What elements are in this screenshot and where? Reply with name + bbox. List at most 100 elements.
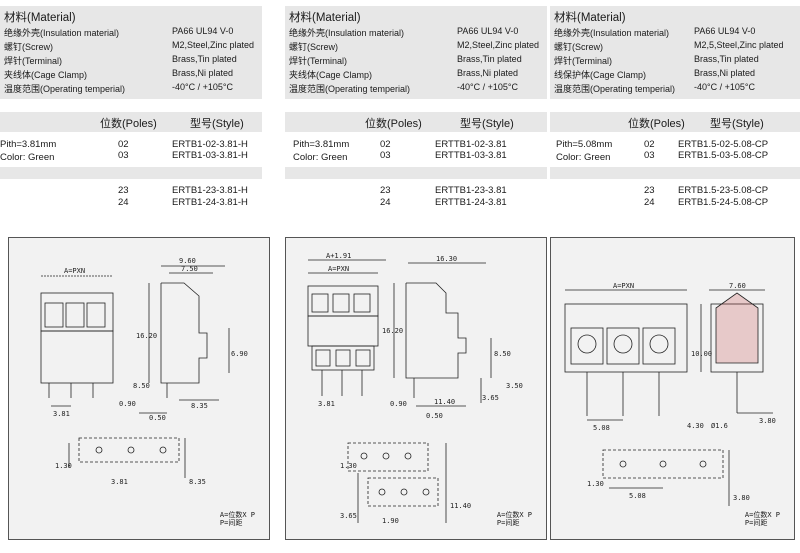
style-cell: ERTB1.5-23-5.08-CP (678, 185, 769, 196)
poles-cell: 02 (380, 139, 391, 150)
dim-label: 4.30 (687, 422, 704, 430)
dim-label: 3.80 (733, 494, 750, 502)
dim-label: 16.30 (436, 255, 457, 263)
table-block-bottom: 23 24 ERTB1.5-23-5.08-CP ERTB1.5-24-5.08… (550, 183, 800, 213)
material-key: 焊针(Terminal) (4, 56, 63, 66)
drawing-note: A=位数X P P=间距 (220, 511, 255, 527)
dim-label: 16.20 (382, 327, 403, 335)
pitch-label: Pith=5.08mm (556, 139, 613, 150)
drawing-panel: A=PXN 9.60 7.50 16.20 6.90 8.50 3.81 0.9… (8, 237, 270, 540)
separator-band (285, 167, 547, 179)
material-row: 温度范围(Operating temperial) -40°C / +105°C (4, 82, 262, 96)
material-value: Brass,Tin plated (694, 54, 759, 64)
note-line: A=位数X P (744, 511, 780, 519)
style-header: 型号(Style) (190, 118, 244, 130)
style-cell: ERTB1-02-3.81-H (172, 139, 248, 150)
dim-label: 0.90 (390, 400, 407, 408)
note-line: P=间距 (496, 519, 520, 527)
technical-drawing: A=PXN 9.60 7.50 16.20 6.90 8.50 3.81 0.9… (40, 257, 248, 486)
material-key: 螺钉(Screw) (554, 42, 603, 52)
material-title: 材料(Material) (4, 12, 76, 24)
dim-label: 7.60 (729, 282, 746, 290)
technical-drawing: A=PXN 7.60 10.00 5.08 4.30 3.80 Ø1.6 1.3… (564, 282, 776, 506)
dim-label: 0.50 (149, 414, 166, 422)
poles-cell: 24 (118, 197, 129, 208)
style-cell: ERTB1-24-3.81-H (172, 197, 248, 208)
dim-label: 3.80 (759, 417, 776, 425)
poles-cell: 23 (118, 185, 129, 196)
material-value: Brass,Ni plated (172, 68, 234, 78)
material-row: 线保护体(Cage Clamp)Brass,Ni plated (554, 68, 800, 82)
dim-label: A=PXN (328, 265, 349, 273)
material-title: 材料(Material) (554, 12, 626, 24)
material-value: PA66 UL94 V-0 (457, 26, 519, 36)
style-cell: ERTTB1-03-3.81 (435, 150, 507, 161)
poles-cell: 02 (644, 139, 655, 150)
poles-header: 位数(Poles) (100, 118, 157, 130)
table-block-bottom: 23 24 ERTB1-23-3.81-H ERTB1-24-3.81-H (0, 183, 262, 213)
poles-cell: 24 (644, 197, 655, 208)
dim-label: A+1.91 (326, 252, 351, 260)
material-key: 温度范围(Operating temperial) (4, 84, 126, 94)
material-value: -40°C / +105°C (172, 82, 233, 92)
technical-drawing: A+1.91 A=PXN 16.30 16.20 8.50 3.50 3.81 … (307, 252, 523, 525)
material-box: 材料(Material) 绝缘外壳(Insulation material)PA… (550, 6, 800, 99)
dim-label: 10.00 (691, 350, 712, 358)
style-cell: ERTB1-03-3.81-H (172, 150, 248, 161)
dim-label: 3.81 (318, 400, 335, 408)
color-label: Color: Green (556, 152, 611, 163)
dim-label: 8.35 (191, 402, 208, 410)
separator-band (550, 167, 800, 179)
poles-cell: 03 (118, 150, 129, 161)
material-key: 温度范围(Operating temperial) (289, 84, 411, 94)
table-block-top: Pith=5.08mm Color: Green 02 03 ERTB1.5-0… (550, 136, 800, 166)
material-row: 焊针(Terminal) Brass,Tin plated (4, 54, 262, 68)
material-key: 绝缘外壳(Insulation material) (554, 28, 670, 38)
pitch-label: Pith=3.81mm (293, 139, 350, 150)
color-label: Color: Green (293, 152, 348, 163)
material-value: Brass,Tin plated (457, 54, 522, 64)
material-row: 螺钉(Screw)M2,5,Steel,Zinc plated (554, 40, 800, 54)
material-row: 绝缘外壳(Insulation material) PA66 UL94 V-0 (289, 26, 547, 40)
poles-header: 位数(Poles) (365, 118, 422, 130)
drawing-note: A=位数X P P=间距 (745, 511, 780, 527)
material-value: Brass,Tin plated (172, 54, 237, 64)
material-key: 绝缘外壳(Insulation material) (289, 28, 405, 38)
material-row: 焊针(Terminal) Brass,Tin plated (289, 54, 547, 68)
material-key: 螺钉(Screw) (289, 42, 338, 52)
material-box: 材料(Material) 绝缘外壳(Insulation material) PA… (285, 6, 547, 99)
dim-label: 8.50 (494, 350, 511, 358)
poles-cell: 23 (380, 185, 391, 196)
table-header: 位数(Poles) 型号(Style) (550, 112, 800, 132)
material-value: -40°C / +105°C (457, 82, 518, 92)
style-cell: ERTTB1-24-3.81 (435, 197, 507, 208)
material-value: M2,Steel,Zinc plated (457, 40, 540, 50)
dim-label: 9.60 (179, 257, 196, 265)
dim-label: 3.50 (506, 382, 523, 390)
dim-label: 1.90 (382, 517, 399, 525)
drawing-panel: A+1.91 A=PXN 16.30 16.20 8.50 3.50 3.81 … (285, 237, 547, 540)
poles-cell: 24 (380, 197, 391, 208)
material-key: 焊针(Terminal) (289, 56, 348, 66)
material-row: 夹线体(Cage Clamp)Brass,Ni plated (4, 68, 262, 82)
dim-label: Ø1.6 (711, 422, 728, 430)
material-row: 温度范围(Operating temperial) -40°C / +105°C (289, 82, 547, 96)
note-line: A=位数X P (496, 511, 532, 519)
drawing-panel: A=PXN 7.60 10.00 5.08 4.30 3.80 Ø1.6 1.3… (550, 237, 795, 540)
material-box: 材料(Material) 绝缘外壳(Insulation material)PA… (0, 6, 262, 99)
material-key: 夹线体(Cage Clamp) (289, 70, 373, 80)
style-header: 型号(Style) (710, 118, 764, 130)
table-block-bottom: 23 24 ERTTB1-23-3.81 ERTTB1-24-3.81 (285, 183, 547, 213)
material-title: 材料(Material) (289, 12, 361, 24)
table-block-top: Pith=3.81mm Color: Green 02 03 ERTTB1-02… (285, 136, 547, 166)
material-row: 夹线体(Cage Clamp)Brass,Ni plated (289, 68, 547, 82)
style-cell: ERTB1.5-24-5.08-CP (678, 197, 769, 208)
material-key: 螺钉(Screw) (4, 42, 53, 52)
poles-header: 位数(Poles) (628, 118, 685, 130)
style-cell: ERTB1.5-02-5.08-CP (678, 139, 769, 150)
material-value: Brass,Ni plated (694, 68, 756, 78)
material-row: 绝缘外壳(Insulation material)PA66 UL94 V-0 (4, 26, 262, 40)
color-label: Color: Green (0, 152, 55, 163)
dim-label: 0.90 (119, 400, 136, 408)
style-cell: ERTTB1-23-3.81 (435, 185, 507, 196)
